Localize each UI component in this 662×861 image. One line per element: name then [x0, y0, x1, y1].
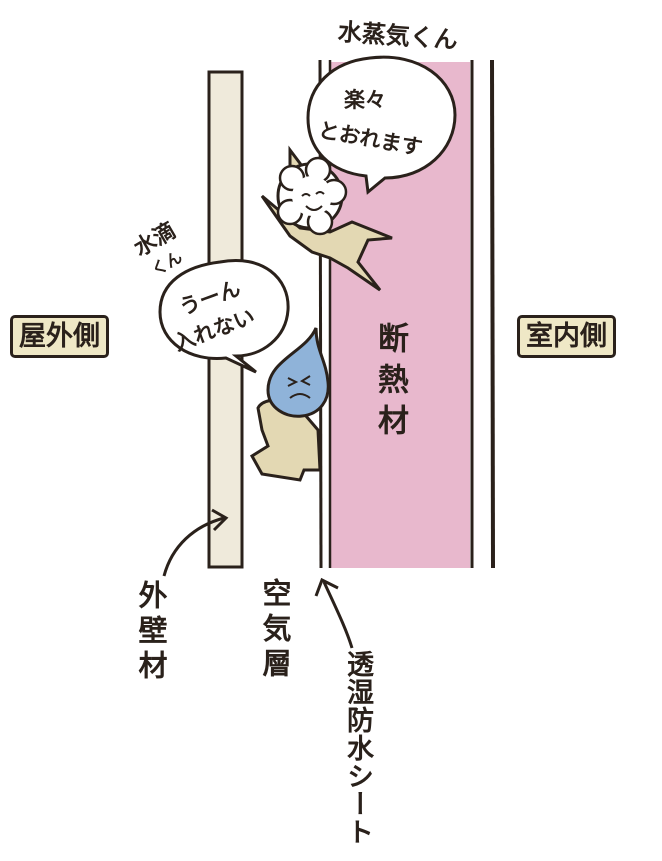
outdoor-side-label: 屋外側	[10, 315, 109, 358]
insulation-label: 断熱材	[372, 322, 408, 445]
exterior-wall-arrow	[162, 516, 225, 577]
air-layer-label: 空気層	[258, 578, 292, 683]
interior-wall-line	[490, 59, 495, 569]
droplet-character	[249, 327, 330, 482]
membrane-label: 透湿防水シート	[342, 650, 373, 846]
droplet-speech-bubble	[158, 259, 290, 374]
vapor-speech-bubble	[306, 55, 457, 195]
vapor-character	[260, 145, 393, 292]
exterior-wall-label: 外壁材	[134, 580, 168, 685]
indoor-side-label: 室内側	[517, 315, 616, 358]
vapor-speech-line1: 楽々	[344, 88, 386, 112]
membrane-arrow	[322, 581, 354, 649]
